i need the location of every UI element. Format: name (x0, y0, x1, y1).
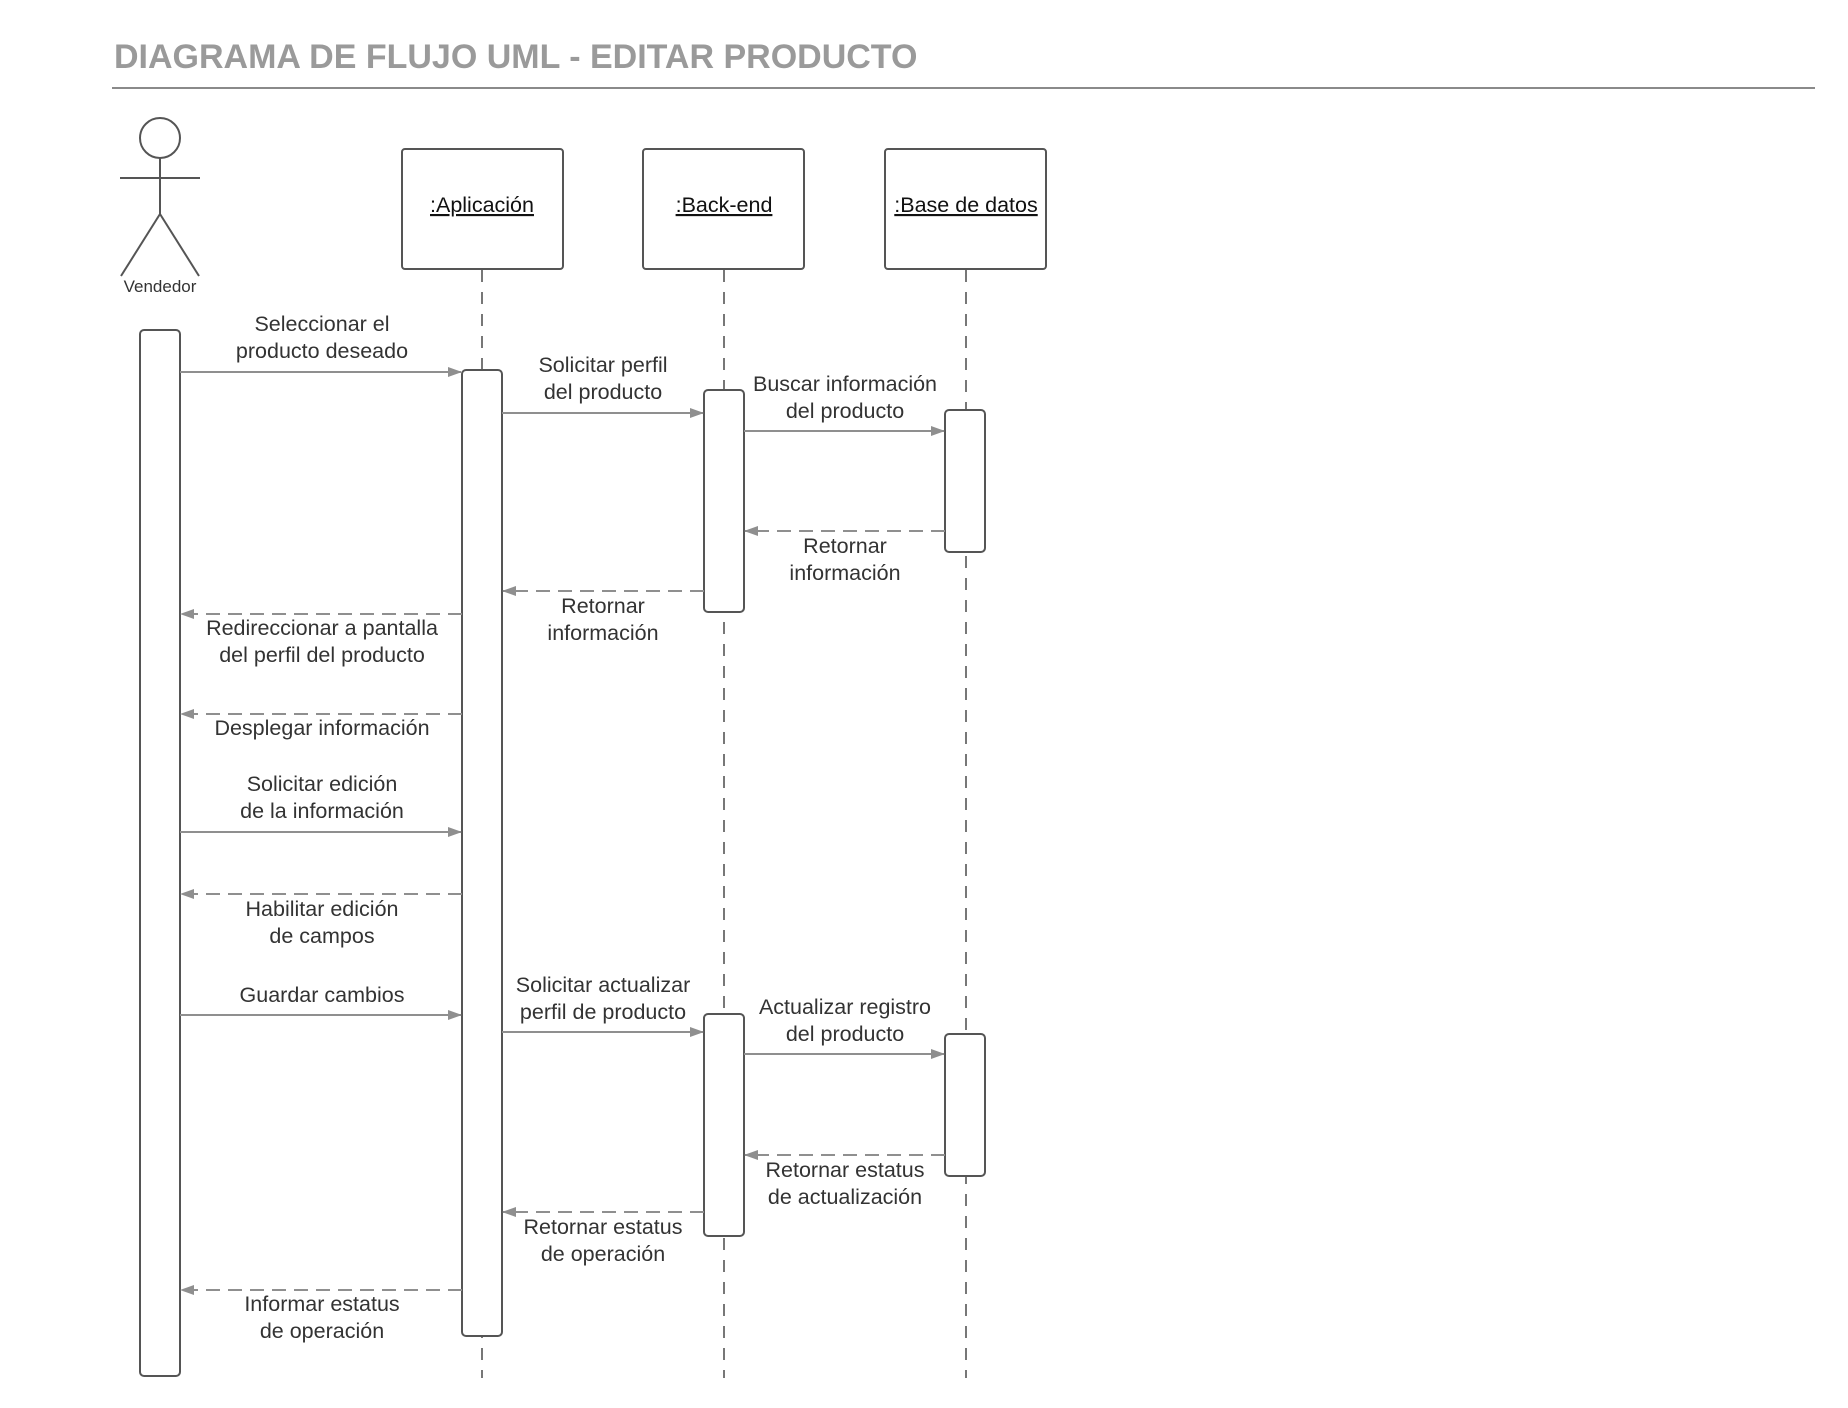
message-label: Actualizar registro (759, 995, 931, 1019)
participant-label: :Aplicación (430, 193, 534, 217)
message-actualizar-registro: Actualizar registro del producto (744, 995, 945, 1059)
message-label: del producto (786, 399, 904, 423)
message-solicitar-actualizar: Solicitar actualizar perfil de producto (502, 973, 704, 1037)
message-habilitar-edicion: Habilitar edición de campos (180, 889, 462, 948)
message-label: información (789, 561, 900, 585)
message-label: Redireccionar a pantalla (206, 616, 438, 640)
message-label: de operación (260, 1319, 384, 1343)
message-label: del perfil del producto (219, 643, 425, 667)
message-label: Seleccionar el (254, 312, 389, 336)
message-label: Solicitar edición (247, 772, 398, 796)
message-label: de campos (269, 924, 374, 948)
message-retornar-estatus-actualizacion: Retornar estatus de actualización (744, 1150, 945, 1209)
message-informar-estatus: Informar estatus de operación (180, 1285, 462, 1343)
message-label: Solicitar actualizar (516, 973, 690, 997)
message-guardar-cambios: Guardar cambios (180, 983, 462, 1020)
message-retornar-informacion-back: Retornar información (502, 586, 704, 645)
message-label: Buscar información (753, 372, 937, 396)
participant-base-de-datos: :Base de datos (884, 148, 1047, 270)
diagram-title: DIAGRAMA DE FLUJO UML - EDITAR PRODUCTO (114, 38, 917, 76)
stick-figure-icon (120, 117, 200, 277)
message-solicitar-edicion: Solicitar edición de la información (180, 772, 462, 837)
message-seleccionar-producto: Seleccionar el producto deseado (180, 312, 462, 377)
activation-bar-vendedor (139, 329, 181, 1377)
message-desplegar-informacion: Desplegar información (180, 709, 462, 740)
message-retornar-estatus-operacion: Retornar estatus de operación (502, 1207, 704, 1266)
message-label: de la información (240, 799, 404, 823)
message-label: perfil de producto (520, 1000, 686, 1024)
activation-bar-aplicacion (461, 369, 503, 1337)
message-label: de actualización (768, 1185, 922, 1209)
participant-label: :Base de datos (894, 193, 1037, 217)
message-label: Retornar estatus (766, 1158, 925, 1182)
message-solicitar-perfil: Solicitar perfil del producto (502, 353, 704, 418)
message-label: del producto (544, 380, 662, 404)
message-label: Retornar (803, 534, 887, 558)
message-label: Guardar cambios (240, 983, 405, 1007)
activation-bar-base-de-datos (944, 1033, 986, 1177)
participant-aplicacion: :Aplicación (401, 148, 564, 270)
message-label: Desplegar información (214, 716, 429, 740)
message-label: Informar estatus (244, 1292, 399, 1316)
message-label: Retornar (561, 594, 645, 618)
message-label: producto deseado (236, 339, 408, 363)
participant-back-end: :Back-end (642, 148, 805, 270)
actor-label: Vendedor (124, 277, 197, 296)
message-label: Retornar estatus (524, 1215, 683, 1239)
message-label: Solicitar perfil (538, 353, 667, 377)
message-buscar-informacion: Buscar información del producto (744, 372, 945, 436)
participant-label: :Back-end (676, 193, 773, 217)
message-label: información (547, 621, 658, 645)
actor-vendedor: Vendedor (120, 117, 200, 296)
message-redireccionar-pantalla: Redireccionar a pantalla del perfil del … (180, 609, 462, 667)
message-retornar-informacion-db: Retornar información (744, 526, 945, 585)
activation-bar-base-de-datos (944, 409, 986, 553)
message-label: del producto (786, 1022, 904, 1046)
message-label: Habilitar edición (246, 897, 399, 921)
activation-bar-back-end (703, 1013, 745, 1237)
activation-bar-back-end (703, 389, 745, 613)
message-label: de operación (541, 1242, 665, 1266)
